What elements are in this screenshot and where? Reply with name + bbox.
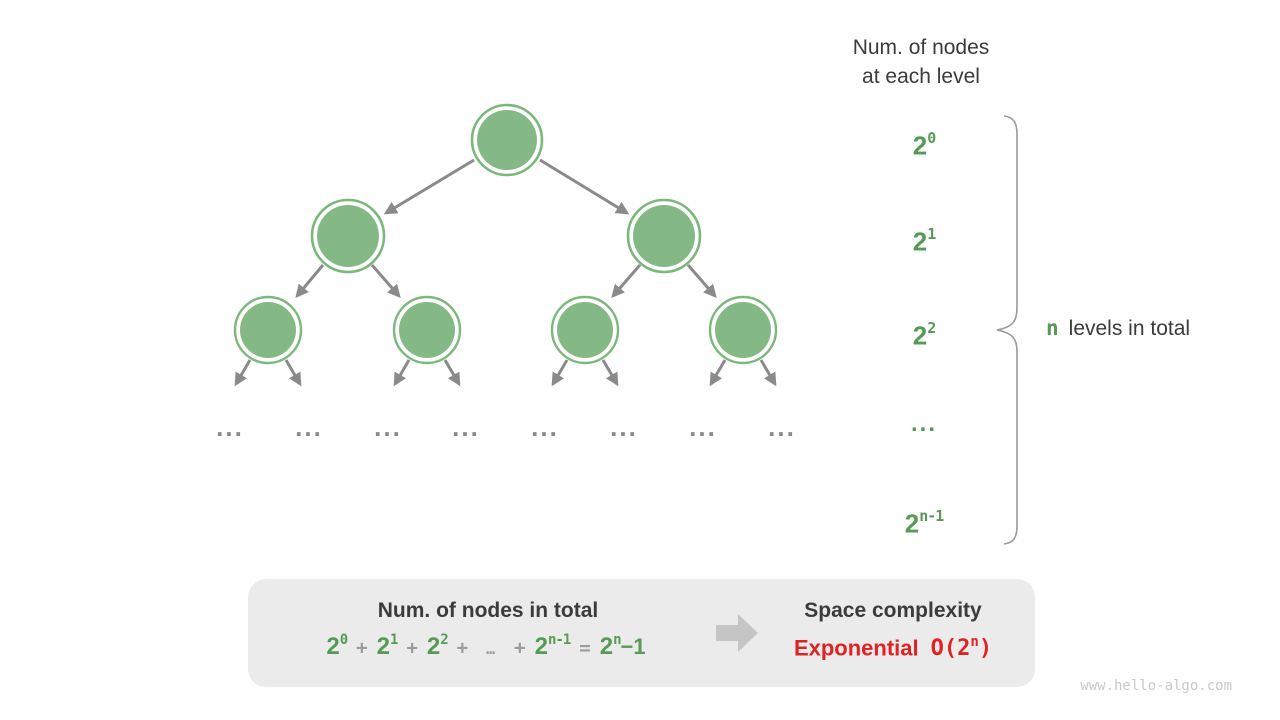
- formula-term-8-sup: n-1: [547, 632, 571, 648]
- edge-l1b-right: [686, 264, 717, 298]
- tree-ellipsis-7: ...: [768, 412, 796, 442]
- complexity-big-o: O(2n): [930, 634, 993, 662]
- level-label-4-base: 2: [904, 508, 920, 539]
- level-label-4-sup: n-1: [919, 507, 944, 525]
- complexity-result: Exponential O(2n): [793, 634, 993, 662]
- tree-ellipsis-4: ...: [531, 412, 559, 442]
- column-header: Num. of nodes at each level: [853, 33, 990, 91]
- edge-l2d-right: [759, 359, 777, 387]
- watermark: www.hello-algo.com: [1080, 678, 1232, 694]
- tree-node-l2c: [550, 295, 620, 365]
- tree-node-l2a: [233, 295, 303, 365]
- formula-term-4-sup: 2: [440, 632, 449, 648]
- level-label-2-base: 2: [912, 320, 928, 351]
- level-label-0: 20: [912, 124, 937, 162]
- formula-op-7: +: [514, 637, 526, 659]
- complexity-name: Exponential: [793, 635, 919, 661]
- tree-ellipsis-5: ...: [610, 412, 638, 442]
- level-label-2: 22: [912, 314, 937, 352]
- edge-l2b-left: [393, 359, 411, 387]
- tree-ellipsis-6: ...: [689, 412, 717, 442]
- brace-label: n levels in total: [1046, 316, 1190, 341]
- complexity-big-o-close: ): [978, 636, 993, 662]
- edge-l2c-right: [601, 359, 619, 387]
- brace: [996, 115, 1018, 545]
- level-label-0-sup: 0: [927, 129, 936, 147]
- level-label-1-sup: 1: [927, 225, 936, 243]
- formula-ellipsis: …: [486, 640, 497, 658]
- level-label-dots: ...: [910, 410, 938, 437]
- brace-label-n: n: [1046, 316, 1059, 340]
- edge-l2a-right: [284, 359, 302, 387]
- summary-left-title: Num. of nodes in total: [377, 599, 599, 622]
- complexity-big-o-open: O(2: [930, 636, 971, 662]
- formula-op-3: +: [406, 637, 418, 659]
- level-label-0-base: 2: [912, 130, 928, 161]
- formula-term-10-sup: n: [613, 632, 622, 648]
- formula-term-10-base: 2: [599, 633, 614, 660]
- tree-node-l1a: [310, 198, 386, 274]
- column-header-line1: Num. of nodes: [852, 36, 990, 59]
- edge-l1a-left: [295, 264, 325, 299]
- edge-root-left: [383, 158, 475, 215]
- edge-l2d-left: [709, 359, 727, 387]
- level-label-4: 2n-1: [904, 502, 945, 540]
- formula-term-0-sup: 0: [339, 632, 349, 648]
- formula-term-0-base: 2: [326, 633, 340, 660]
- edge-l1b-left: [611, 264, 642, 298]
- tree-ellipsis-0: ...: [216, 412, 244, 442]
- edge-l2a-left: [234, 359, 252, 387]
- edge-root-right: [539, 158, 630, 215]
- level-label-2-sup: 2: [927, 319, 936, 337]
- summary-right-title: Space complexity: [804, 599, 982, 622]
- formula-op-5: +: [456, 637, 469, 659]
- formula-term-8-base: 2: [534, 633, 548, 660]
- formula-term-2: 21: [376, 632, 399, 661]
- tree-edges: [234, 158, 777, 387]
- big-arrow-head-icon: [738, 614, 758, 652]
- summary-box: [248, 579, 1035, 687]
- column-header-line2: at each level: [862, 65, 980, 88]
- tree-ellipsis-3: ...: [452, 412, 480, 442]
- formula-term-8: 2n-1: [534, 632, 572, 661]
- edge-l2b-right: [443, 359, 461, 387]
- level-label-1-base: 2: [912, 226, 928, 257]
- formula-term-4: 22: [426, 632, 449, 661]
- big-arrow-icon: [716, 625, 738, 641]
- summary-formula: 20 + 21 + 22 + … + 2n-1 = 2n−1: [326, 632, 646, 661]
- complexity-big-o-sup: n: [970, 634, 979, 650]
- formula-term-4-base: 2: [426, 633, 441, 660]
- formula-op-1: +: [356, 637, 368, 659]
- tree-node-l1b: [626, 198, 702, 274]
- formula-term-10-tail: −1: [620, 634, 646, 659]
- formula-term-0: 20: [326, 632, 349, 661]
- formula-equals: =: [579, 637, 591, 659]
- level-label-1: 21: [912, 220, 937, 258]
- tree-node-l2b: [392, 295, 462, 365]
- tree-ellipsis-2: ...: [374, 412, 402, 442]
- edge-l2c-left: [551, 359, 569, 387]
- tree-node-l2d: [708, 295, 778, 365]
- formula-term-2-base: 2: [376, 633, 390, 660]
- tree-nodes: [233, 103, 778, 365]
- tree-node-root: [470, 103, 544, 177]
- brace-label-text: levels in total: [1068, 317, 1191, 340]
- tree-ellipsis-1: ...: [295, 412, 323, 442]
- formula-term-2-sup: 1: [389, 632, 399, 648]
- formula-term-10: 2n−1: [599, 632, 646, 661]
- edge-l1a-right: [370, 264, 401, 298]
